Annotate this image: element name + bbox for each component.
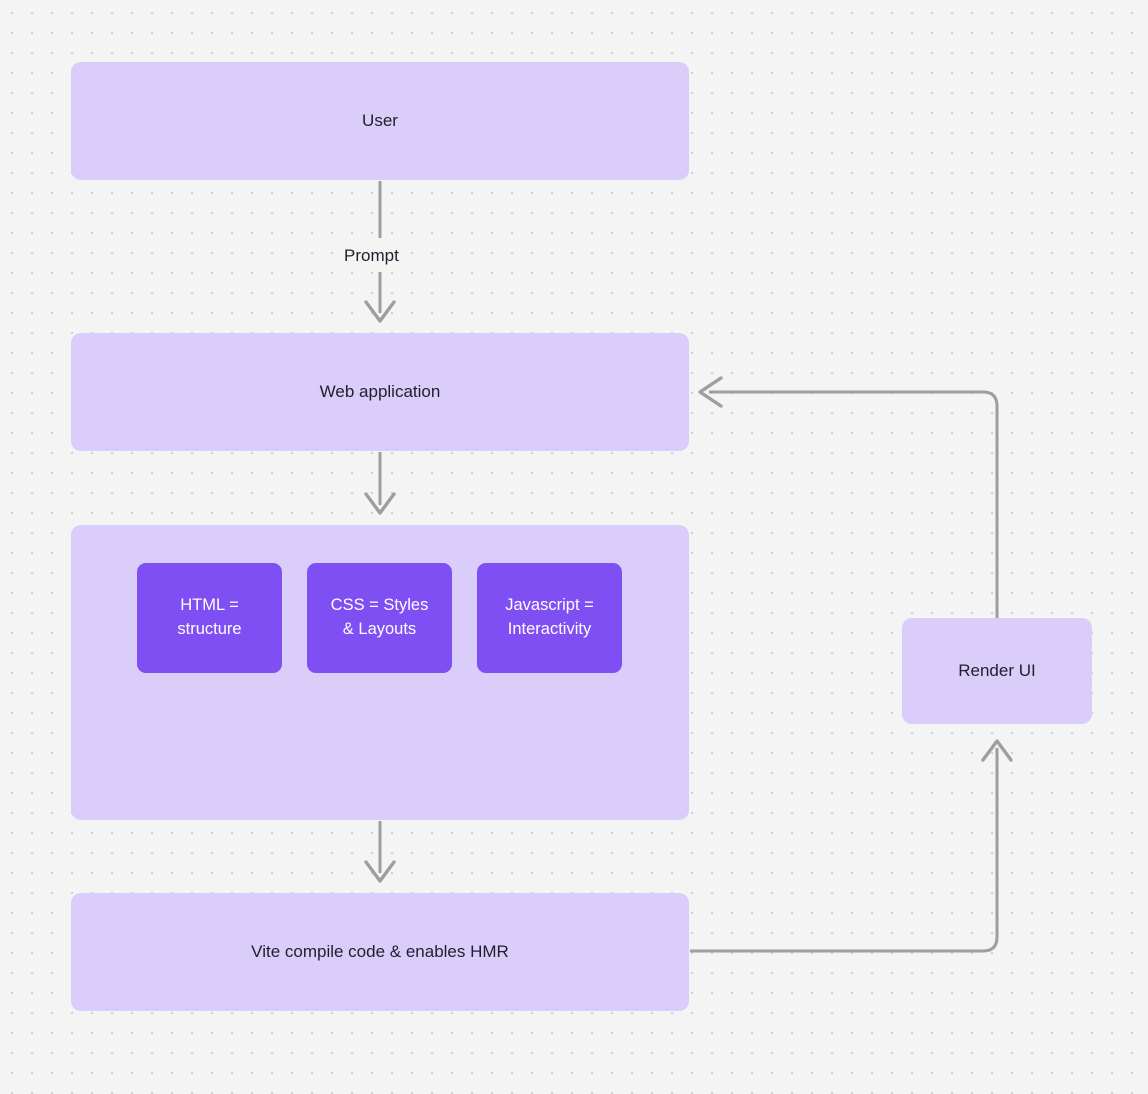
node-css-label-line1: CSS = Styles: [330, 596, 429, 615]
node-javascript[interactable]: Javascript = Interactivity: [477, 563, 622, 673]
node-render-ui-label: Render UI: [958, 660, 1036, 680]
node-web-application[interactable]: Web application: [71, 333, 689, 451]
node-vite-label: Vite compile code & enables HMR: [251, 941, 509, 961]
edge-render-to-webapp: [698, 376, 999, 618]
node-render-ui[interactable]: Render UI: [902, 618, 1092, 724]
node-css-label-line2: & Layouts: [342, 620, 417, 638]
node-web-application-label: Web application: [319, 381, 441, 401]
node-html-label-line1: HTML =: [180, 596, 239, 615]
node-vite[interactable]: Vite compile code & enables HMR: [71, 893, 689, 1011]
edge-label-prompt: Prompt: [344, 246, 399, 265]
node-user[interactable]: User: [71, 62, 689, 180]
edge-components-to-vite: [364, 821, 396, 883]
node-javascript-label-line2: Interactivity: [507, 620, 592, 638]
node-css[interactable]: CSS = Styles & Layouts: [307, 563, 452, 673]
edge-webapp-to-components: [364, 452, 396, 515]
edge-vite-to-render: [690, 739, 1013, 953]
node-html-label-line2: structure: [177, 620, 242, 638]
node-html[interactable]: HTML = structure: [137, 563, 282, 673]
node-user-label: User: [362, 110, 398, 130]
node-javascript-label-line1: Javascript =: [505, 596, 594, 615]
